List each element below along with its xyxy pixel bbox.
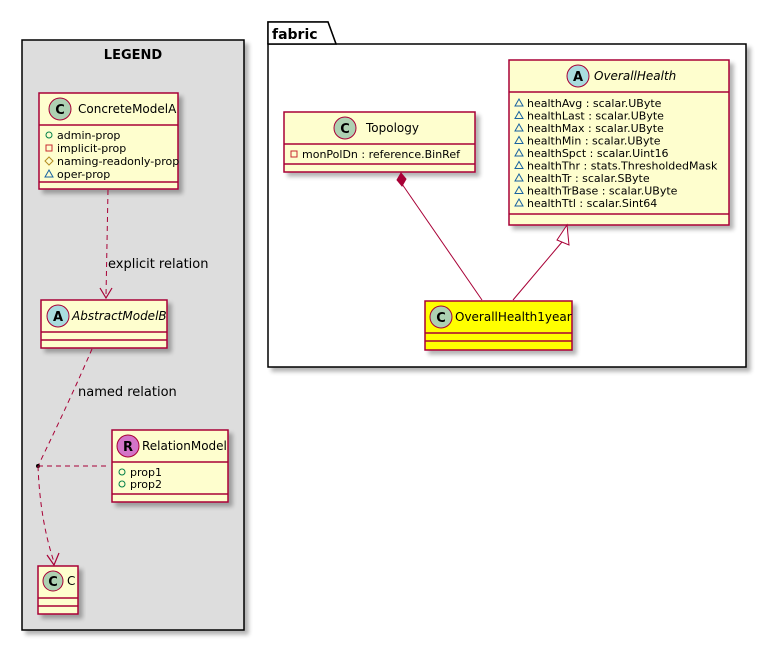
package-visibility-icon — [514, 185, 524, 194]
member-field: healthThr : stats.ThresholdedMask — [527, 160, 718, 173]
class-c-icon — [48, 97, 72, 121]
member-field: naming-readonly-prop — [57, 155, 179, 168]
package-visibility-icon — [514, 197, 524, 207]
public-visibility-icon — [45, 131, 53, 139]
member-field: monPolDn : reference.BinRef — [302, 148, 461, 161]
class-name: OverallHealth1year — [455, 310, 572, 324]
class-name: C — [67, 574, 75, 588]
public-visibility-icon — [118, 480, 126, 488]
named-relation-label: named relation — [78, 385, 177, 400]
package-visibility-icon — [514, 97, 524, 107]
class-name: RelationModel — [142, 439, 227, 453]
stereotype-letter: C — [436, 311, 446, 326]
class-c[interactable]: C C — [37, 565, 79, 615]
class-box — [508, 59, 730, 226]
member-field: healthTr : scalar.SByte — [527, 172, 650, 185]
package-visibility-icon — [514, 122, 524, 132]
abstract-a-icon — [566, 64, 590, 88]
member-field: implicit-prop — [57, 142, 126, 155]
public-visibility-icon — [118, 468, 126, 476]
member-field: admin-prop — [57, 129, 120, 142]
class-c-icon — [42, 570, 64, 592]
legend-title: LEGEND — [104, 48, 163, 63]
stereotype-letter: C — [55, 103, 65, 118]
protected-visibility-icon — [44, 156, 54, 166]
class-abstract-model-b[interactable]: A AbstractModelB — [40, 299, 168, 349]
member-list: admin-propimplicit-propnaming-readonly-p… — [44, 129, 179, 181]
class-c-icon — [333, 116, 357, 140]
private-visibility-icon — [45, 144, 53, 152]
class-overall-health-1year[interactable]: C OverallHealth1year — [424, 300, 573, 351]
member-field: healthSpct : scalar.Uint16 — [527, 147, 669, 160]
abstract-a-icon — [46, 304, 70, 328]
class-box — [283, 111, 476, 173]
member-field: healthTtl : scalar.Sint64 — [527, 197, 657, 210]
member-field: healthTrBase : scalar.UByte — [527, 185, 678, 198]
named-relation-edge: named relation — [36, 348, 177, 567]
class-name: Topology — [365, 121, 419, 135]
package-visibility-icon — [44, 168, 54, 178]
stereotype-letter: C — [48, 575, 58, 590]
inheritance-edge — [512, 223, 570, 301]
member-field: healthMax : scalar.UByte — [527, 122, 664, 135]
member-field: healthMin : scalar.UByte — [527, 135, 661, 148]
class-name: OverallHealth — [594, 69, 676, 83]
package-title: fabric — [272, 27, 318, 43]
member-field: healthLast : scalar.UByte — [527, 110, 664, 123]
class-topology[interactable]: C Topology monPolDn : reference.BinRef — [283, 111, 476, 173]
package-visibility-icon — [514, 147, 524, 157]
member-field: oper-prop — [57, 168, 110, 181]
class-name: ConcreteModelA — [78, 102, 177, 116]
private-visibility-icon — [290, 150, 298, 158]
package-visibility-icon — [514, 135, 524, 144]
stereotype-letter: R — [123, 440, 133, 455]
package-visibility-icon — [514, 110, 524, 119]
member-field: prop2 — [130, 478, 162, 491]
member-list: monPolDn : reference.BinRef — [290, 148, 461, 161]
member-field: healthAvg : scalar.UByte — [527, 97, 662, 110]
package-visibility-icon — [514, 172, 524, 182]
inheritance-triangle — [556, 223, 570, 246]
composition-diamond — [396, 172, 407, 187]
class-concrete-model-a[interactable]: C ConcreteModelA admin-propimplicit-prop… — [38, 92, 179, 190]
class-overall-health[interactable]: A OverallHealth healthAvg : scalar.UByte… — [508, 59, 730, 226]
explicit-relation-label: explicit relation — [108, 257, 208, 272]
class-c-icon — [429, 305, 453, 329]
stereotype-letter: A — [53, 310, 63, 325]
package-visibility-icon — [514, 160, 524, 169]
composition-edge — [396, 172, 483, 301]
member-field: prop1 — [130, 466, 162, 479]
class-name: AbstractModelB — [71, 309, 167, 323]
stereotype-letter: A — [573, 70, 583, 85]
class-box — [424, 300, 573, 351]
stereotype-letter: C — [340, 122, 350, 137]
explicit-relation-edge: explicit relation — [99, 189, 208, 300]
relation-r-icon — [116, 434, 140, 458]
